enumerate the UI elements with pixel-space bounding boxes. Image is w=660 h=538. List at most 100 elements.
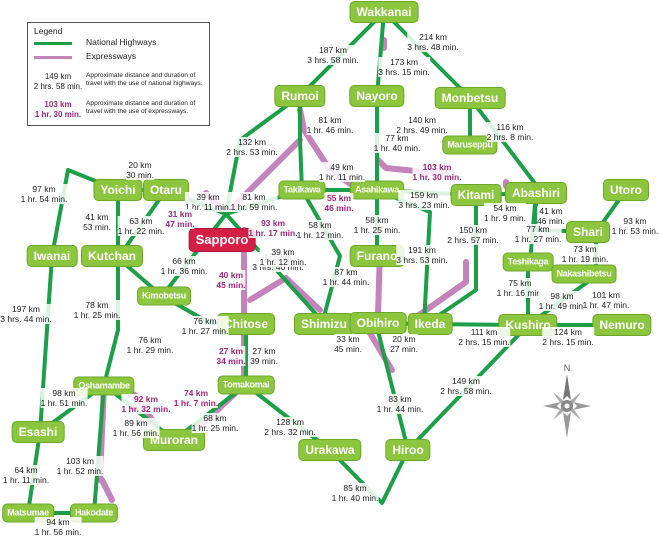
route-label: 78 km 1 hr. 25 min. — [73, 300, 121, 320]
city-ikeda: Ikeda — [407, 313, 453, 335]
city-iwanai: Iwanai — [26, 245, 78, 267]
route-label: 101 km 1 hr. 47 min. — [582, 290, 630, 310]
route-label: 77 km 1 hr. 40 min. — [373, 133, 421, 153]
legend-national-label: National Highways — [86, 37, 157, 47]
city-furano: Furano — [349, 245, 405, 267]
city-oshamambe: Oshamambe — [73, 376, 135, 396]
route-label: 116 km 2 hrs. 8 min. — [486, 122, 534, 142]
route-label: 39 km 1 hr. 11 min. — [184, 192, 232, 212]
express-label: 31 km 47 min. — [165, 209, 195, 229]
route-label: 63 km 1 hr. 22 min. — [117, 216, 165, 236]
legend-national-sample: 149 km 2 hrs. 58 min. — [33, 72, 83, 91]
route-label: 85 km 1 hr. 40 min. — [331, 483, 379, 503]
route-label: 76 km 1 hr. 29 min. — [126, 335, 174, 355]
city-asahikawa: Asahikawa — [350, 180, 404, 200]
route-label: 64 km 1 hr. 11 min. — [2, 465, 50, 485]
route-label: 124 km 2 hrs. 15 min. — [542, 327, 594, 347]
route-label: 54 km 1 hr. 9 min. — [483, 203, 527, 223]
route-label: 41 km 46 min. — [537, 206, 565, 226]
route-label: 27 km 39 min. — [250, 346, 278, 366]
route-label: 187 km 3 hrs. 58 min. — [307, 45, 359, 65]
legend-national-desc: Approximate distance and duration of tra… — [86, 72, 203, 87]
route-label: 98 km 1 hr. 51 min. — [40, 388, 88, 408]
route-label: 20 km 27 min. — [390, 334, 418, 354]
city-nakashibetsu: Nakashibetsu — [551, 264, 617, 284]
route-label: 73 km 1 hr. 19 min. — [561, 244, 609, 264]
route-label: 77 km 1 hr. 27 min. — [514, 224, 562, 244]
route-label: 58 km 1 hr. 25 min. — [353, 215, 401, 235]
route-label: 81 km 1 hr. 46 min. — [306, 115, 354, 135]
city-shari: Shari — [565, 221, 611, 243]
route-label: 150 km 2 hrs. 57 min. — [447, 225, 499, 245]
expressway-ikeda — [409, 259, 469, 323]
legend-express-swatch — [34, 56, 72, 59]
route-label: 39 km 1 hr. 12 min. — [259, 247, 307, 267]
route-label: 132 km 2 hrs. 53 min. — [226, 137, 278, 157]
express-label: 40 km 45 min. — [216, 270, 246, 290]
city-maruseppu: Maruseppu — [442, 135, 498, 155]
route-label: 128 km 2 hrs. 32 min. — [264, 417, 316, 437]
route-label: 20 km 30 min. — [126, 160, 154, 180]
city-esashi: Esashi — [11, 421, 65, 443]
city-monbetsu: Monbetsu — [434, 87, 506, 109]
compass-icon: N — [543, 363, 591, 438]
legend: Legend National Highways Expressways 149… — [27, 22, 210, 126]
express-label: 93 km 1 hr. 17 min. — [248, 218, 298, 238]
route-label: 214 km 3 hrs. 48 min. — [407, 32, 459, 52]
city-nayoro: Nayoro — [349, 85, 405, 107]
express-label: 55 km 46 min. — [324, 193, 354, 213]
legend-title: Legend — [34, 26, 63, 36]
route-label: 98 km 1 hr. 49 min. — [538, 291, 586, 311]
city-obihiro: Obihiro — [349, 312, 407, 334]
route-label: 197 km 3 hrs. 44 min. — [0, 304, 52, 324]
city-utoro: Utoro — [603, 179, 649, 201]
route-label: 191 km 3 hrs. 53 min. — [396, 245, 448, 265]
route-label: 103 km 1 hr. 52 min. — [56, 456, 104, 476]
expressway-hakodate — [99, 477, 115, 503]
city-abashiri: Abashiri — [504, 182, 568, 204]
route-label: 149 km 2 hrs. 58 min. — [440, 376, 492, 396]
city-otaru: Otaru — [142, 179, 190, 201]
city-shimizu: Shimizu — [293, 313, 355, 335]
route-label: 140 km 2 hrs. 49 min. — [396, 115, 448, 135]
route-label: 76 km 1 hr. 27 min. — [181, 316, 229, 336]
city-kimobetsu: Kimobetsu — [137, 286, 191, 306]
route-label: 173 km 3 hrs. 15 min. — [378, 57, 430, 77]
route-label: 75 km 1 hr. 16 min. — [496, 278, 544, 298]
legend-national-swatch — [34, 42, 72, 45]
route-label: 83 km 1 hr. 44 min. — [376, 394, 424, 414]
route-label: 94 km 1 hr. 56 min. — [34, 517, 82, 537]
route-label: 49 km 1 hr. 11 min. — [318, 162, 366, 182]
express-label: 27 km 34 min. — [216, 346, 246, 366]
compass-north-label: N — [564, 363, 571, 373]
city-yoichi: Yoichi — [93, 179, 143, 201]
express-label: 92 km 1 hr. 32 min. — [121, 394, 171, 414]
express-label: 74 km 1 hr. 7 min. — [173, 388, 219, 408]
route-label: 97 km 1 hr. 54 min. — [20, 184, 68, 204]
route-label: 58 km 1 hr. 12 min. — [296, 220, 344, 240]
city-takikawa: Takikawa — [278, 180, 326, 200]
city-sapporo: Sapporo — [188, 228, 256, 252]
city-kitami: Kitami — [450, 184, 502, 206]
route-label: 81 km 1 hr. 59 min. — [230, 192, 278, 212]
route-label: 33 km 45 min. — [334, 334, 362, 354]
city-urakawa: Urakawa — [298, 439, 362, 461]
legend-express-sample: 103 km 1 hr. 30 min. — [34, 100, 82, 119]
legend-express-label: Expressways — [86, 51, 137, 61]
city-rumoi: Rumoi — [274, 85, 326, 107]
city-kutchan: Kutchan — [81, 245, 143, 267]
city-hakodate: Hakodate — [69, 503, 119, 523]
route-label: 41 km 53 min. — [83, 212, 111, 232]
route-label: 66 km 1 hr. 36 min. — [160, 256, 208, 276]
route-label: 87 km 1 hr. 44 min. — [322, 267, 370, 287]
city-nemuro: Nemuro — [592, 314, 652, 336]
route-label: 111 km 2 hrs. 15 min. — [458, 327, 510, 347]
express-label: 103 km 1 hr. 30 min. — [412, 162, 462, 182]
route-label: 68 km 1 hr. 25 min. — [191, 413, 239, 433]
city-hiroo: Hiroo — [385, 439, 431, 461]
city-teshikaga: Teshikaga — [502, 252, 554, 272]
city-wakkanai: Wakkanai — [349, 1, 419, 23]
route-label: 159 km 3 hrs. 23 min. — [398, 190, 450, 210]
route-label: 93 km 1 hr. 53 min. — [611, 216, 659, 236]
city-tomakomai: Tomakomai — [217, 375, 275, 395]
